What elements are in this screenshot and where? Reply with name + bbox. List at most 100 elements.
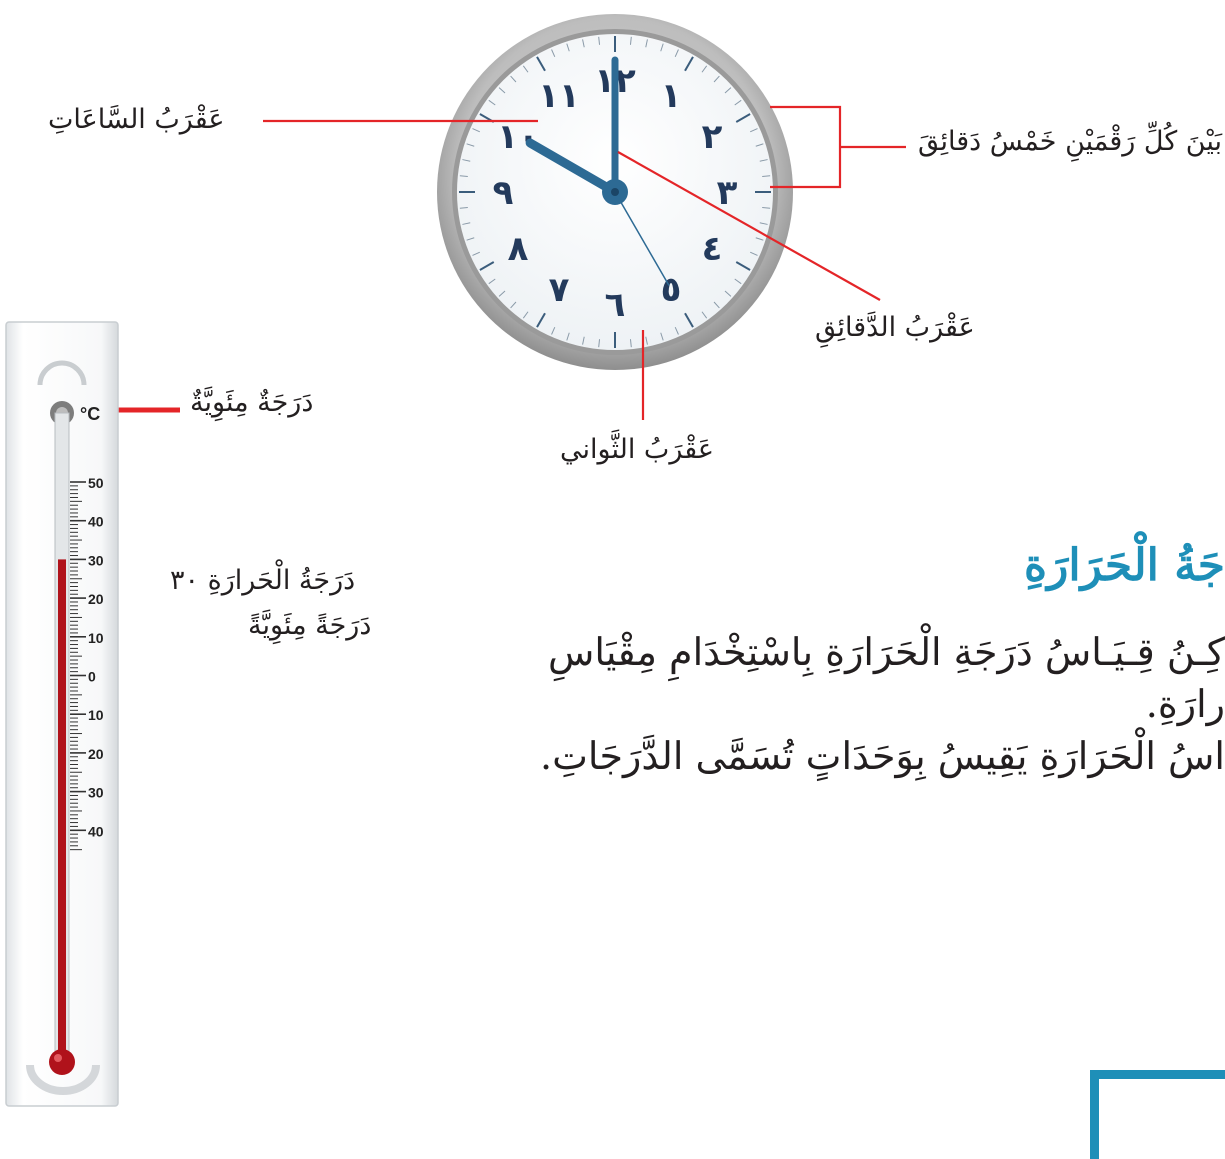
clock-numerals: ١٢١٢٣٤٥٦٧٨٩١٠١١ [493, 61, 738, 325]
clock-minute-tick [713, 301, 720, 309]
bulb [49, 1049, 75, 1075]
clock-minute-tick [488, 99, 496, 106]
clock: ١٢١٢٣٤٥٦٧٨٩١٠١١ [437, 14, 793, 370]
clock-minute-tick [598, 339, 601, 348]
clock-hour-tick [735, 261, 751, 271]
clock-minute-tick [762, 175, 771, 178]
clock-minute-tick [629, 339, 632, 348]
section-heading: جَةُ الْحَرَارَةِ [1024, 540, 1225, 591]
clock-minute-tick [551, 327, 556, 335]
clock-minute-tick [510, 75, 517, 83]
clock-minute-tick [472, 251, 480, 256]
thermometer-scale-label: 30 [88, 785, 104, 801]
clock-minute-tick [734, 278, 742, 285]
reading-label-line1: دَرَجَةُ الْحَرارَةِ ٣٠ [170, 565, 356, 596]
clock-numeral: ٧ [549, 270, 570, 310]
clock-hour-tick [479, 261, 495, 271]
clock-minute-tick [510, 301, 517, 309]
clock-numeral: ١١ [538, 76, 580, 116]
body-line-3: اسُ الْحَرَارَةِ يَقِيسُ بِوَحَدَاتٍ تُس… [540, 734, 1225, 778]
second-hand-label: عَقْرَبُ الثَّواني [560, 434, 715, 465]
clock-minute-tick [762, 206, 771, 209]
clock-numeral: ٨ [508, 229, 529, 269]
clock-minute-tick [750, 128, 758, 133]
second-hand [614, 191, 670, 286]
thermometer-scale-label: 20 [88, 591, 104, 607]
interval-label: بَيْنَ كُلِّ رَقْمَيْنِ خَمْسُ دَقائِقَ [918, 126, 1223, 157]
thermometer-scale-label: 10 [88, 630, 104, 646]
clock-minute-tick [522, 65, 529, 73]
mercury-column [58, 559, 66, 1058]
clock-minute-tick [755, 237, 764, 241]
clock-minute-tick [472, 128, 480, 133]
callout-lines [263, 105, 906, 420]
clock-minute-tick [701, 65, 708, 73]
clock-numeral: ٤ [702, 229, 723, 269]
clock-minute-tick [459, 206, 468, 209]
clock-minute-tick [724, 290, 732, 297]
unit-symbol: °C [80, 404, 100, 424]
hour-hand [525, 138, 620, 197]
clock-minute-tick [713, 75, 720, 83]
clock-numeral: ٩ [493, 173, 514, 213]
clock-minute-tick [759, 159, 768, 162]
clock-numeral: ١ [661, 76, 682, 116]
clock-hour-tick [684, 312, 694, 328]
clock-numeral: ٦ [605, 285, 626, 325]
hour-hand-label: عَقْرَبُ السَّاعَاتِ [48, 104, 225, 135]
clock-minute-tick [724, 87, 732, 94]
clock-minute-tick [759, 222, 768, 225]
clock-minute-tick [674, 49, 679, 57]
clock-hour-tick [536, 56, 546, 72]
clock-minute-tick [498, 290, 506, 297]
clock-numeral: ٣ [717, 173, 738, 213]
clock-minute-tick [566, 43, 570, 52]
clock-hour-tick [536, 312, 546, 328]
clock-minute-tick [750, 251, 758, 256]
clock-hour-tick [684, 56, 694, 72]
clock-numeral: ١٠ [497, 117, 539, 157]
celsius-unit-label: دَرَجَةٌ مِئَوِيَّةٌ [190, 387, 314, 418]
thermometer-scale-label: 30 [88, 552, 104, 568]
clock-minute-tick [582, 39, 585, 48]
clock-minute-tick [462, 222, 471, 225]
clock-center-pin [611, 188, 619, 196]
clock-minute-tick [674, 327, 679, 335]
clock-minute-tick [566, 332, 570, 341]
clock-minute-tick [582, 336, 585, 345]
clock-minute-tick [459, 175, 468, 178]
clock-ticks [459, 36, 771, 348]
clock-minute-tick [734, 99, 742, 106]
clock-minute-tick [522, 311, 529, 319]
minute-hand-callout [617, 151, 881, 301]
clock-minute-tick [645, 336, 648, 345]
reading-label-line2: دَرَجَةً مِئَوِيَّةً [248, 610, 372, 641]
clock-minute-tick [755, 143, 764, 147]
clock-minute-tick [598, 36, 601, 45]
clock-minute-tick [701, 311, 708, 319]
clock-hour-tick [735, 113, 751, 123]
corner-frame [1090, 1070, 1225, 1159]
thermometer-scale-label: 40 [88, 514, 104, 530]
thermometer-scale-label: 20 [88, 746, 104, 762]
bulb-guard [26, 1064, 100, 1095]
clock-minute-tick [551, 49, 556, 57]
thermometer-hanger [37, 360, 87, 386]
thermometer-scale-label: 0 [88, 669, 96, 685]
clock-numeral: ٢ [702, 117, 723, 157]
clock-minute-tick [466, 237, 475, 241]
minute-hand-label: عَقْرَبُ الدَّقائِقِ [815, 312, 975, 343]
clock-minute-tick [645, 39, 648, 48]
clock-minute-tick [498, 87, 506, 94]
body-line-1: كِـنُ قِـيَـاسُ دَرَجَةِ الْحَرَارَةِ بِ… [547, 630, 1225, 674]
clock-minute-tick [488, 278, 496, 285]
thermometer-scale-label: 50 [88, 475, 104, 491]
clock-minute-tick [660, 43, 664, 52]
clock-minute-tick [629, 36, 632, 45]
thermometer-scale-label: 40 [88, 823, 104, 839]
clock-minute-tick [462, 159, 471, 162]
clock-minute-tick [660, 332, 664, 341]
